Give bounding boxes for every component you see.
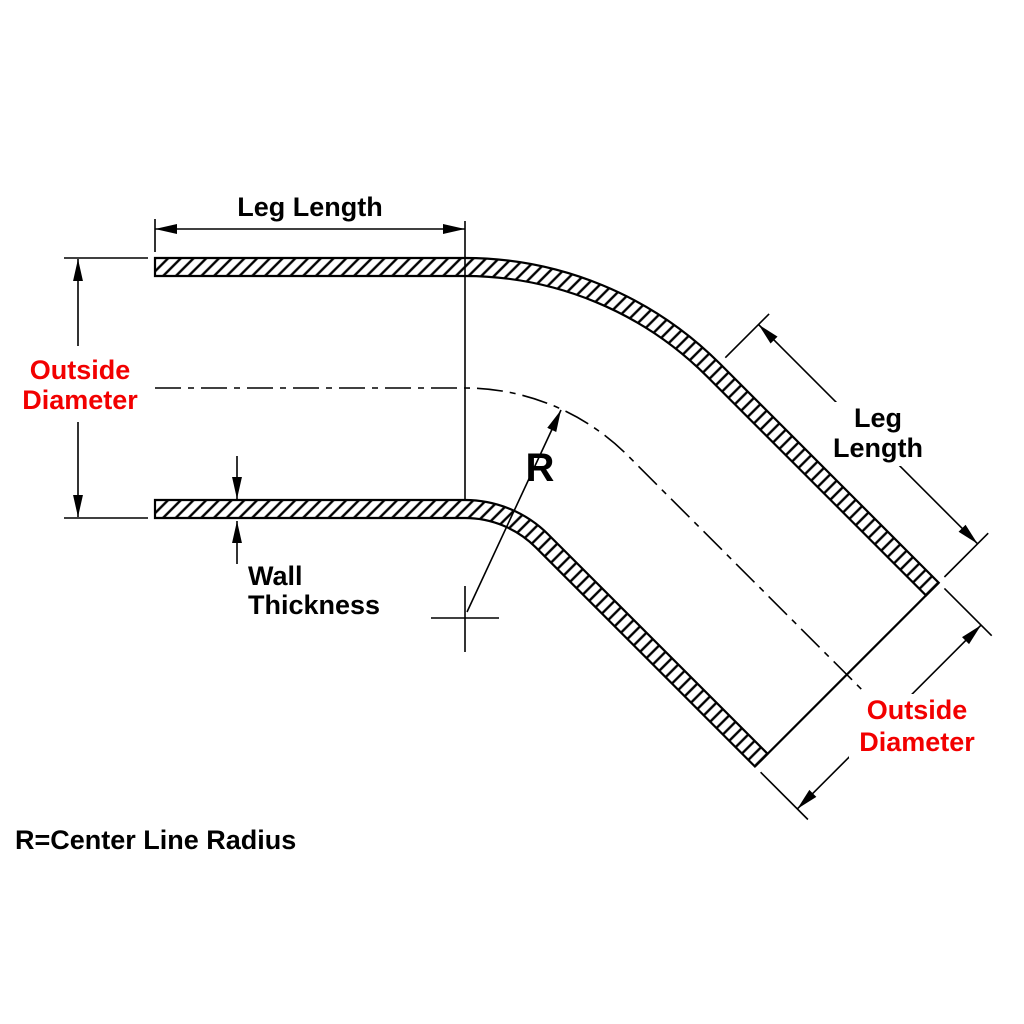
extension-line-upper [724,313,770,359]
wall-thickness-label-line2: Thickness [248,590,380,620]
outside-diameter-right-label-line2: Diameter [859,727,975,757]
label-mask [849,694,985,758]
outside-diameter-right-dimension: Outside Diameter [760,587,993,821]
wall-thickness-dimension: Wall Thickness [232,456,380,620]
outside-diameter-left-label-line1: Outside [30,355,131,385]
extension-line-upper [943,587,993,637]
leg-length-top-dimension: Leg Length [154,192,466,500]
outside-diameter-left-dimension: Outside Diameter [22,257,148,519]
extension-line-lower [943,532,989,578]
leg-length-right-label-line1: Leg [854,403,902,433]
label-mask [826,402,930,466]
leg-length-right-dimension: Leg Length [724,313,989,578]
radius-leader-line [466,409,562,613]
wall-thickness-label-line1: Wall [248,561,303,591]
tube-centerline [155,387,866,693]
outside-diameter-right-label-line1: Outside [867,695,968,725]
center-line-radius-note: R=Center Line Radius [15,825,296,855]
radius-symbol-label: R [526,446,555,490]
leg-length-top-label: Leg Length [237,192,382,222]
extension-line-lower [760,771,809,821]
leg-length-right-label-line2: Length [833,433,923,463]
radius-callout: R [431,409,562,652]
tube-inner-wall [153,498,770,769]
outside-diameter-left-label-line2: Diameter [22,385,138,415]
elbow-tube [153,256,941,769]
